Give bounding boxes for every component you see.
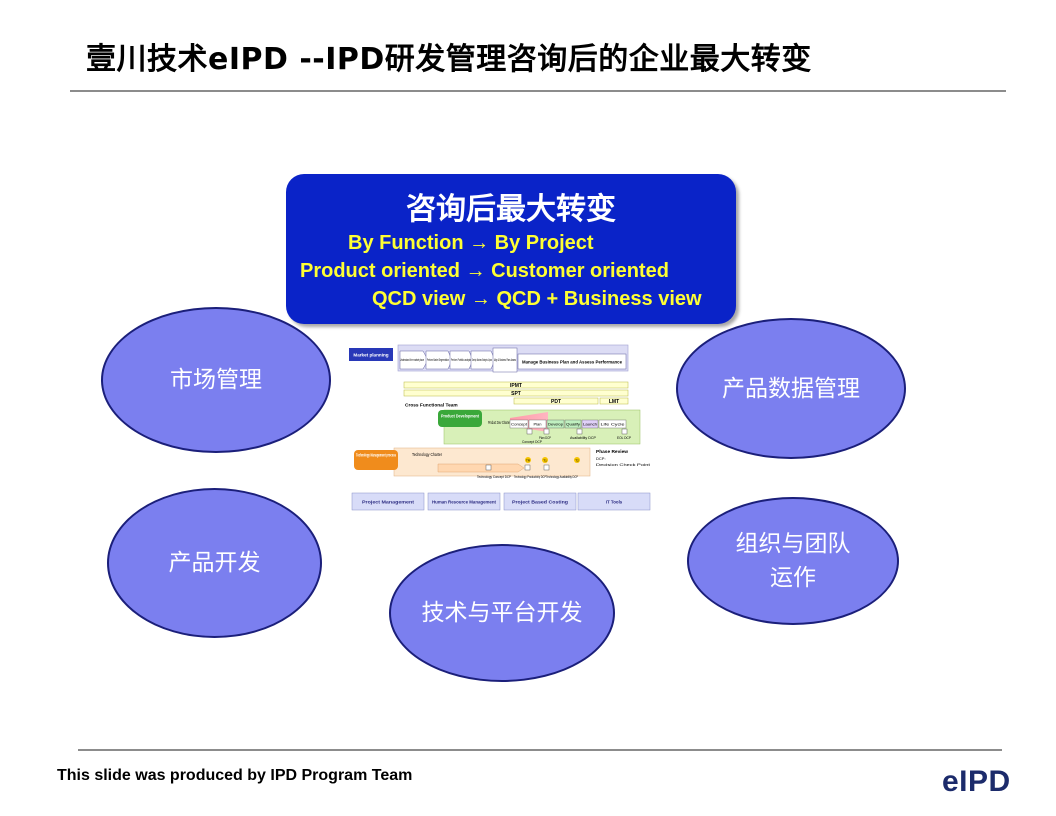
align-label: Align & Business Plans Assess	[494, 358, 516, 362]
phase-develop-label: Develop	[548, 422, 564, 427]
mp-step-1	[399, 350, 429, 370]
manage-label: Manage Business Plan and Assess Performa…	[522, 360, 622, 365]
bottom-project-management	[351, 492, 425, 511]
phase-qualify	[564, 419, 582, 429]
ellipse-label: 产品开发	[168, 550, 261, 576]
bottom-label-3: Project Based Costing	[512, 500, 568, 505]
manage-box	[517, 353, 627, 370]
t2-marker	[574, 457, 580, 463]
mp-step-4-label: Develop Business Strategies & plans	[472, 358, 492, 362]
phase-plan-label: Plan	[533, 422, 541, 427]
bottom-label-4: IT Tools	[606, 500, 623, 505]
align-box	[492, 347, 518, 373]
eol-dcp-marker	[621, 428, 628, 435]
pdt-bar	[513, 397, 599, 405]
tech-concept-dcp-label: Technology Concept DCP	[477, 474, 511, 479]
market-planning-label-box	[349, 348, 393, 361]
availability-dcp-label: Availability DCP	[570, 435, 596, 440]
phase-concept	[509, 419, 529, 429]
plan-dcp-label: Plan DCP	[539, 435, 551, 440]
ellipse-label: 产品数据管理	[722, 375, 860, 402]
phase-review-label: Phase Review	[596, 449, 628, 455]
ipmt-bar	[403, 381, 629, 389]
concept-dcp-marker	[526, 428, 533, 435]
t2-label: T2	[575, 458, 579, 462]
bottom-hr-management	[427, 492, 501, 511]
page-title: 壹川技术eIPD --IPD研发管理咨询后的企业最大转变	[86, 42, 812, 77]
tech-concept-dcp-marker	[485, 464, 492, 471]
tech-charter-label: Technology Charter	[412, 452, 442, 457]
tr-label: TR	[526, 458, 531, 462]
tech-mgmt-label-box	[354, 450, 398, 470]
callout-line-3: QCD view → QCD + Business view	[372, 288, 702, 310]
bottom-divider	[78, 749, 1002, 751]
footer-credit: This slide was produced by IPD Program T…	[57, 767, 413, 784]
eol-dcp-label: EOL DCP	[617, 435, 631, 440]
availability-dcp-marker	[576, 428, 583, 435]
bottom-project-costing	[503, 492, 577, 511]
phase-launch-label: Launch	[583, 422, 597, 427]
ellipse-product-data-management: 产品数据管理	[676, 318, 906, 459]
callout-line-2: Product oriented → Customer oriented	[300, 260, 669, 282]
t1-marker	[542, 457, 548, 463]
phase-plan	[528, 419, 547, 429]
mp-step-3-label: Perform Portfolio analysis	[451, 358, 471, 362]
ellipse-market-management: 市场管理	[101, 307, 331, 453]
tech-flow-arrow	[437, 463, 525, 473]
callout-title: 咨询后最大转变	[406, 192, 616, 227]
plan-dcp-marker	[543, 428, 550, 435]
spt-label: SPT	[511, 391, 521, 397]
ellipse-label: 组织与团队 运作	[735, 531, 851, 591]
product-dev-label-box	[438, 410, 482, 427]
lmt-bar	[599, 397, 629, 405]
lmt-label: LMT	[609, 399, 619, 405]
tech-productivity-dcp-marker	[524, 464, 531, 471]
callout-line-1: By Function → By Project	[348, 232, 594, 254]
mp-step-2-label: Perform Market Segmentation	[427, 358, 449, 362]
tech-availability-dcp-marker	[543, 464, 550, 471]
pdt-label: PDT	[551, 399, 561, 405]
spt-bar	[403, 389, 629, 397]
phase-develop	[546, 419, 565, 429]
phase-lifecycle-label: Life Cycle	[601, 422, 626, 427]
bottom-label-1: Project Management	[362, 500, 415, 505]
dcp-note-2: Decision Check Point	[596, 462, 651, 467]
phase-qualify-label: Qualify	[566, 422, 580, 427]
ellipse-organization-team: 组织与团队 运作	[687, 497, 899, 625]
ellipse-technology-platform: 技术与平台开发	[389, 544, 615, 682]
bottom-label-2: Human Resource Management	[432, 500, 497, 505]
ellipse-product-development: 产品开发	[107, 488, 322, 638]
center-callout: 咨询后最大转变 By Function → By Project Product…	[286, 174, 736, 324]
bottom-it-tools	[577, 492, 651, 511]
t1-label: T1	[543, 458, 547, 462]
tech-productivity-dcp-label: Technology Productivity DCP	[514, 474, 546, 479]
concept-dcp-label: Concept DCP	[522, 439, 542, 444]
tech-availability-dcp-label: Technology Availability DCP	[546, 474, 578, 479]
ellipse-label: 技术与平台开发	[421, 600, 583, 626]
phase-concept-label: Concept	[511, 422, 528, 427]
phase-launch	[581, 419, 599, 429]
ipmt-label: IPMT	[510, 383, 522, 389]
cft-label: Cross Functional Team	[405, 403, 458, 409]
product-dev-label: Product Development	[441, 414, 479, 419]
eipd-logo: eIPD	[942, 765, 1011, 798]
phase-lifecycle	[598, 419, 627, 429]
market-planning-label: Market planning	[353, 353, 388, 358]
tr-marker	[525, 457, 531, 463]
ellipse-label: 市场管理	[170, 367, 262, 393]
mp-step-1-label: Understand the market place	[400, 358, 424, 362]
top-divider	[70, 90, 1006, 92]
tech-mgmt-label: Technology Management process	[356, 453, 396, 458]
pdc-label: Product Dev Charter	[488, 420, 510, 425]
ipd-process-diagram: Market planning Understand the market pl…	[349, 344, 651, 511]
dcp-note-1: DCP:	[596, 456, 606, 461]
